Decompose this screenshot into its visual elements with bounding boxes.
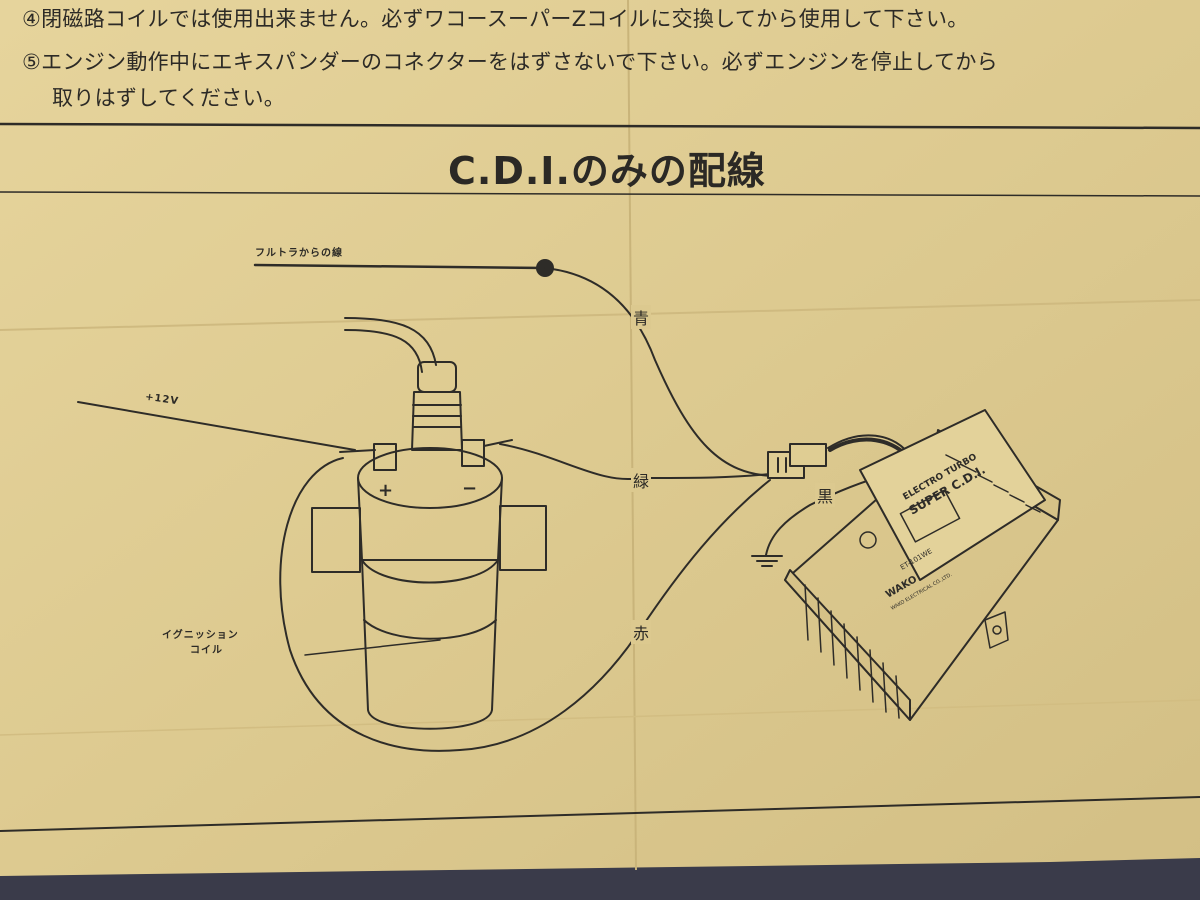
note-5: ⑤エンジン動作中にエキスパンダーのコネクターをはずさないで下さい。必ずエンジンを… <box>22 50 998 74</box>
ignition-coil <box>304 317 547 730</box>
note-4: ④閉磁路コイルでは使用出来ません。必ずワコースーパーZコイルに交換してから使用し… <box>22 7 969 31</box>
ground-symbol <box>751 555 783 567</box>
terminal-plus: + <box>378 480 393 501</box>
diagram-title: C.D.I.のみの配線 <box>448 149 766 193</box>
blue-wire <box>544 267 776 477</box>
wire-label-black: 黒 <box>815 483 836 507</box>
note-5-continued: 取りはずしてください。 <box>52 86 286 110</box>
connector <box>767 443 827 479</box>
terminal-minus: − <box>462 478 477 499</box>
neutral-wire <box>253 263 547 270</box>
coil-label-line2: コイル <box>190 645 223 656</box>
plus12v-wire <box>77 401 356 451</box>
wire-label-red: 赤 <box>631 620 652 644</box>
wire-label-blue: 青 <box>631 305 652 329</box>
wire-label-green: 緑 <box>631 468 652 492</box>
neutral-wire-label: フルトラからの線 <box>255 248 343 259</box>
coil-label-line1: イグニッション <box>162 630 239 641</box>
red-wire <box>279 457 771 752</box>
cdi-unit <box>784 409 1061 721</box>
